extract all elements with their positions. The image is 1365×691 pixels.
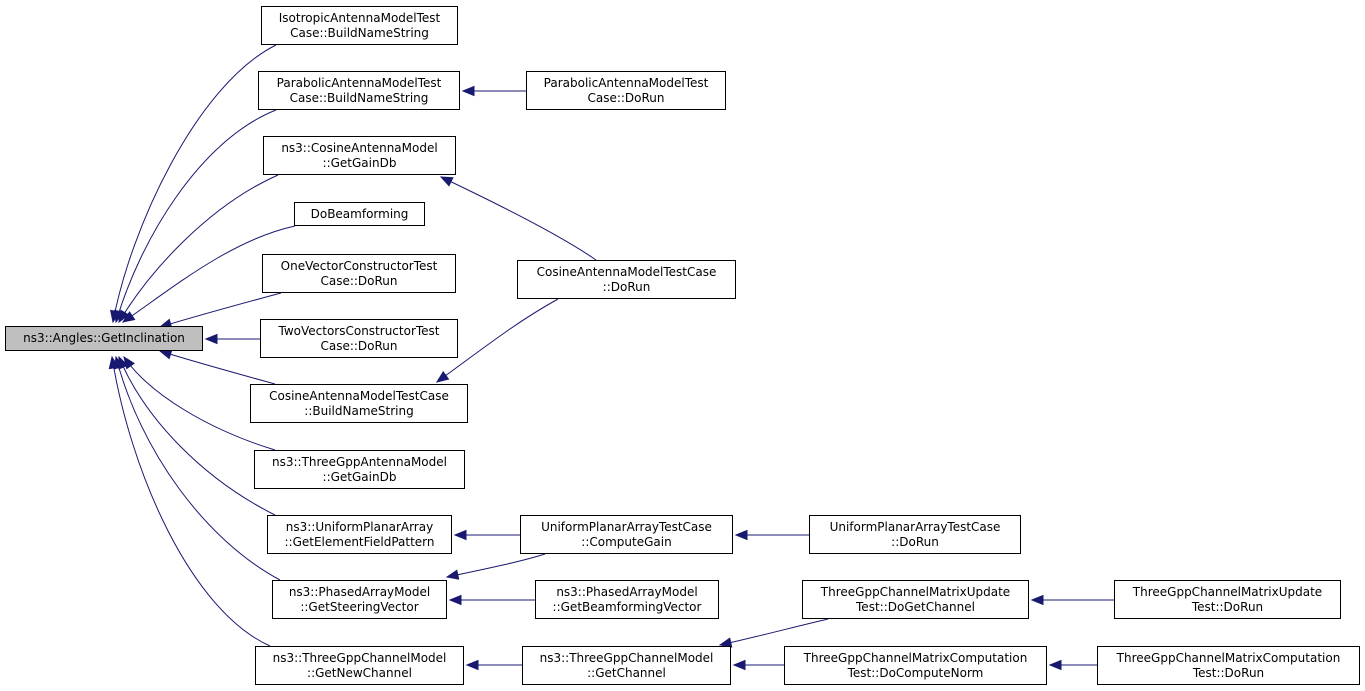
edge-upd_getch: [719, 618, 829, 646]
node-label-line-1: ns3::ThreeGppChannelModel: [272, 650, 447, 665]
arrowhead-tgpp_getch: [465, 659, 479, 671]
arrowhead-upa_compute_b: [445, 569, 460, 580]
arrowhead-upd_getch: [718, 637, 733, 648]
node-phasedarray-getbeamformingvector[interactable]: ns3::PhasedArrayModel ::GetBeamformingVe…: [535, 580, 719, 619]
node-matrixupdate-dorun[interactable]: ThreeGppChannelMatrixUpdate Test::DoRun: [1114, 580, 1341, 619]
node-label-line-2: ::GetChannel: [587, 665, 666, 680]
node-phasedarray-getsteeringvector[interactable]: ns3::PhasedArrayModel ::GetSteeringVecto…: [272, 580, 447, 619]
arrowhead-dobeam: [121, 311, 136, 323]
node-cosine-dorun[interactable]: CosineAntennaModelTestCase ::DoRun: [517, 260, 736, 299]
node-matrixcomputation-dorun[interactable]: ThreeGppChannelMatrixComputation Test::D…: [1097, 646, 1360, 685]
node-label-line-1: ParabolicAntennaModelTest: [276, 75, 442, 90]
arrowhead-cos_dorun_a: [439, 176, 454, 187]
node-label-line-1: OneVectorConstructorTest: [280, 258, 438, 273]
node-upa-test-dorun[interactable]: UniformPlanarArrayTestCase ::DoRun: [809, 515, 1021, 554]
node-label-line-1: ns3::PhasedArrayModel: [288, 584, 431, 599]
node-label-line-1: ns3::Angles::GetInclination: [23, 331, 185, 345]
node-label-line-1: ThreeGppChannelMatrixUpdate: [820, 584, 1011, 599]
node-label-line-1: TwoVectorsConstructorTest: [278, 323, 440, 338]
node-isotropic-buildnamestring[interactable]: IsotropicAntennaModelTest Case::BuildNam…: [261, 6, 458, 45]
node-label-line-2: ::GetNewChannel: [307, 665, 412, 680]
node-label-line-1: UniformPlanarArrayTestCase: [829, 519, 1001, 534]
arrowhead-twovec: [204, 333, 218, 345]
node-label-line-2: ::GetGainDb: [322, 469, 397, 484]
node-label-line-2: ::ComputeGain: [581, 534, 672, 549]
edge-upa_compute_b: [446, 553, 546, 578]
node-label-line-1: ThreeGppChannelMatrixComputation: [1116, 650, 1341, 665]
node-label-line-2: Case::BuildNameString: [290, 25, 429, 40]
arrowhead-cos_gain: [118, 309, 130, 324]
node-label-line-2: Test::DoComputeNorm: [847, 665, 984, 680]
edge-tgpp_gain: [123, 356, 276, 451]
node-angles-getinclination: ns3::Angles::GetInclination: [5, 326, 203, 351]
node-cosine-getgaindb[interactable]: ns3::CosineAntennaModel ::GetGainDb: [263, 136, 456, 175]
arrowhead-upd_dorun: [1030, 594, 1044, 606]
arrowhead-cos_dorun_b: [435, 370, 450, 383]
edge-cos_dorun_b: [436, 298, 559, 383]
node-label-line-2: Test::DoGetChannel: [856, 599, 975, 614]
node-label-line-2: Case::DoRun: [320, 273, 398, 288]
arrowhead-para_dorun: [461, 85, 475, 97]
node-label-line-1: ThreeGppChannelMatrixComputation: [803, 650, 1028, 665]
edge-dobeam: [122, 225, 296, 323]
node-parabolic-dorun[interactable]: ParabolicAntennaModelTest Case::DoRun: [526, 71, 726, 110]
node-parabolic-buildnamestring[interactable]: ParabolicAntennaModelTest Case::BuildNam…: [258, 71, 460, 110]
node-threegpp-getchannel[interactable]: ns3::ThreeGppChannelModel ::GetChannel: [522, 646, 731, 685]
node-label-line-2: Test::DoRun: [1192, 665, 1265, 680]
node-upa-getelementfieldpattern[interactable]: ns3::UniformPlanarArray ::GetElementFiel…: [267, 515, 452, 554]
node-label-line-1: ParabolicAntennaModelTest: [543, 75, 709, 90]
node-matrixupdate-dogetchannel[interactable]: ThreeGppChannelMatrixUpdate Test::DoGetC…: [802, 580, 1029, 619]
edge-iso_build: [112, 44, 277, 323]
node-matrixcomputation-docomputenorm[interactable]: ThreeGppChannelMatrixComputation Test::D…: [784, 646, 1047, 685]
node-label-line-2: ::GetSteeringVector: [300, 599, 419, 614]
edge-onevec: [159, 292, 282, 328]
node-label-line-2: ::GetGainDb: [322, 155, 397, 170]
node-label-line-1: ns3::ThreeGppChannelModel: [539, 650, 714, 665]
node-label-line-2: ::GetElementFieldPattern: [284, 534, 435, 549]
node-onevector-dorun[interactable]: OneVectorConstructorTest Case::DoRun: [262, 254, 456, 293]
edge-cos_build: [159, 350, 276, 385]
arrowhead-pa_beam: [448, 594, 462, 606]
edge-cos_gain: [118, 174, 279, 323]
node-label-line-1: ns3::ThreeGppAntennaModel: [272, 454, 447, 469]
node-label-line-1: CosineAntennaModelTestCase: [536, 264, 717, 279]
arrowhead-comp_dorun: [1048, 659, 1062, 671]
arrowhead-upa_dorun: [734, 529, 748, 541]
node-upa-test-computegain[interactable]: UniformPlanarArrayTestCase ::ComputeGain: [520, 515, 733, 554]
node-label-line-1: ns3::UniformPlanarArray: [285, 519, 434, 534]
node-threegpp-antenna-getgaindb[interactable]: ns3::ThreeGppAntennaModel ::GetGainDb: [254, 450, 465, 489]
node-label-line-1: ns3::PhasedArrayModel: [556, 584, 698, 599]
edge-pa_steer: [115, 356, 281, 581]
node-label-line-1: IsotropicAntennaModelTest: [278, 10, 441, 25]
node-label-line-2: ::GetBeamformingVector: [552, 599, 702, 614]
edge-tgpp_newch: [111, 356, 271, 647]
node-dobeamforming[interactable]: DoBeamforming: [294, 202, 425, 226]
node-threegpp-getnewchannel[interactable]: ns3::ThreeGppChannelModel ::GetNewChanne…: [255, 646, 464, 685]
node-label-line-1: ns3::CosineAntennaModel: [281, 140, 438, 155]
node-label-line-2: Case::BuildNameString: [289, 90, 429, 105]
edge-upa_field: [118, 356, 276, 516]
node-label-line-2: Test::DoRun: [1191, 599, 1264, 614]
arrowhead-upa_compute_a: [453, 529, 467, 541]
arrowhead-tgpp_newch: [108, 355, 120, 370]
node-label-line-2: ::BuildNameString: [304, 403, 414, 418]
node-label-line-1: ThreeGppChannelMatrixUpdate: [1132, 584, 1323, 599]
node-label-line-1: DoBeamforming: [310, 206, 409, 221]
node-twovectors-dorun[interactable]: TwoVectorsConstructorTest Case::DoRun: [260, 319, 458, 358]
node-label-line-2: Case::DoRun: [587, 90, 665, 105]
node-label-line-2: ::DoRun: [602, 279, 651, 294]
edge-cos_dorun_a: [440, 176, 597, 261]
node-cosine-buildnamestring[interactable]: CosineAntennaModelTestCase ::BuildNameSt…: [250, 384, 468, 423]
node-label-line-2: Case::DoRun: [320, 338, 398, 353]
arrowhead-cos_build: [158, 349, 173, 360]
node-label-line-2: ::DoRun: [891, 534, 939, 549]
node-label-line-1: UniformPlanarArrayTestCase: [541, 519, 712, 534]
edge-para_build: [115, 109, 277, 323]
node-label-line-1: CosineAntennaModelTestCase: [269, 388, 449, 403]
arrowhead-comp_norm: [732, 659, 746, 671]
